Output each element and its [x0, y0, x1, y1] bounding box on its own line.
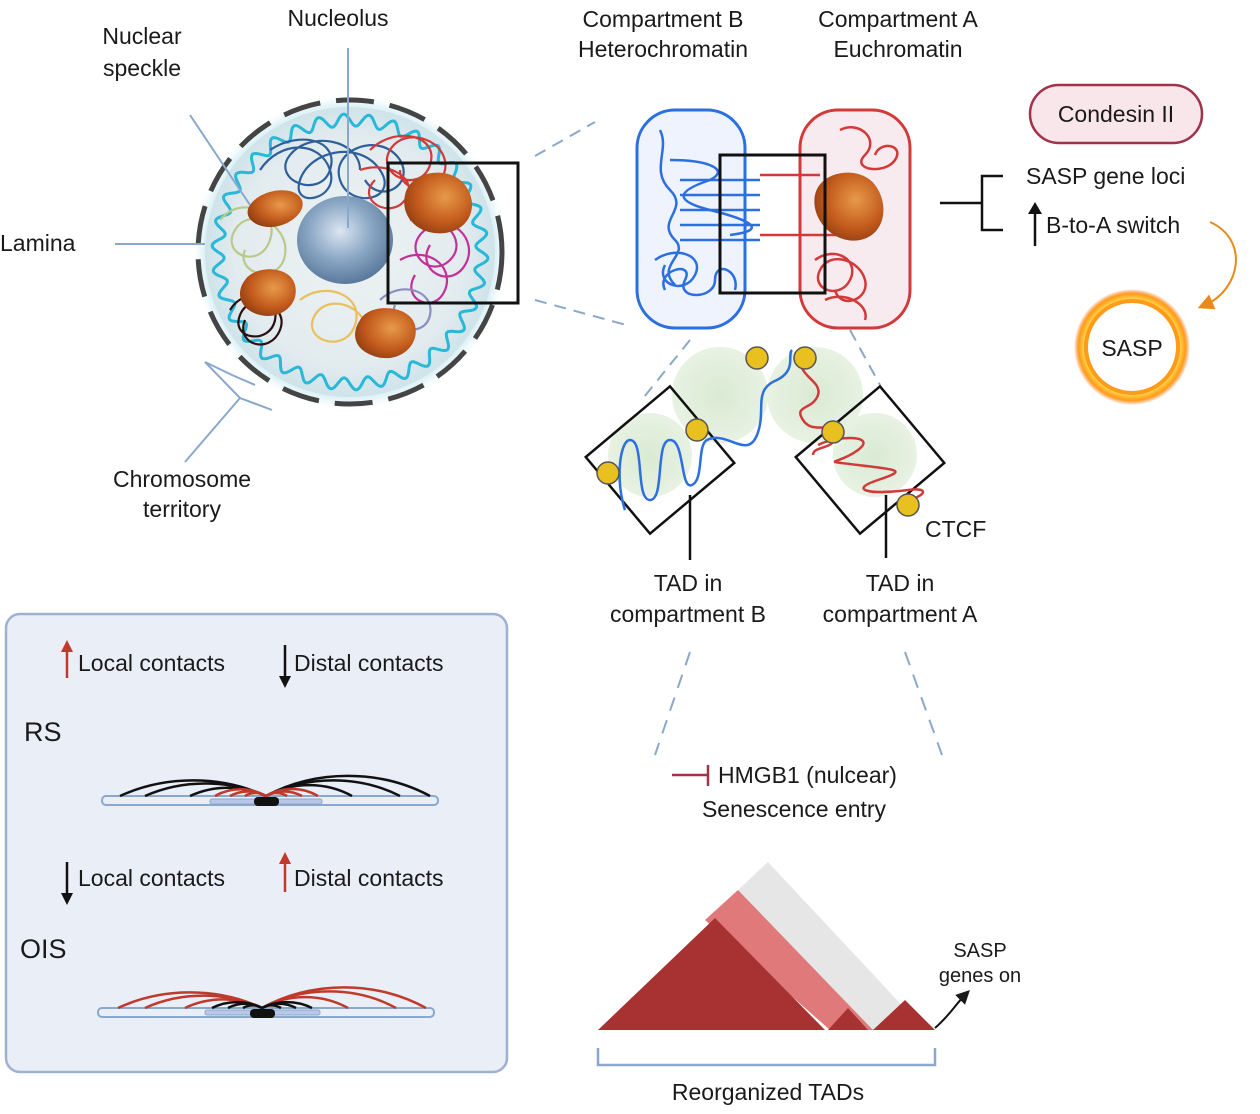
sasp-genes-label-line2: genes on: [939, 965, 1021, 987]
sasp-genes-label-line1: SASP: [953, 940, 1006, 962]
tad-diagram: [583, 329, 947, 560]
senescence-entry-label: Senescence entry: [702, 796, 887, 822]
hmgb1-leader-lines: [654, 651, 943, 756]
tad-small-right: [873, 1000, 935, 1030]
chromosome-territory-label-line1: Chromosome: [113, 466, 251, 492]
tad-layer-middle: [705, 890, 873, 1030]
ctcf-label: CTCF: [925, 516, 986, 542]
ctcf-site: [745, 346, 769, 370]
rs-label: RS: [24, 717, 62, 747]
nuclear-speckle: [247, 190, 303, 227]
tad-b-chromatin: [618, 349, 794, 511]
rs-local-label: Local contacts: [78, 650, 225, 676]
condensin-badge: [1028, 83, 1204, 145]
compartment-diagram: [635, 108, 912, 330]
rs-distal-label: Distal contacts: [294, 650, 444, 676]
compartment-zoom-box: [718, 153, 827, 295]
condensin-speckle: [814, 172, 884, 241]
ois-contact-arcs: [97, 986, 435, 1018]
b-to-a-switch-label: B-to-A switch: [1046, 212, 1180, 238]
rs-contact-arcs: [101, 774, 439, 806]
ois-label: OIS: [20, 934, 67, 964]
reorganized-tads: [596, 862, 970, 1067]
compartment-b-title: Compartment B: [582, 6, 743, 32]
nuclear-speckle: [355, 308, 416, 359]
ctcf-site: [685, 418, 709, 442]
condensin-label: Condesin II: [1058, 101, 1174, 127]
ctcf-site: [596, 461, 620, 485]
tad-a-label-line1: TAD in: [866, 570, 935, 596]
sasp-arrow: [1197, 221, 1237, 310]
lamina-label: Lamina: [0, 230, 76, 256]
inhibition-icon: [672, 765, 710, 786]
tad-b-label-line1: TAD in: [654, 570, 723, 596]
up-arrow-icon: [1028, 202, 1042, 246]
compartment-a-title: Compartment A: [818, 6, 978, 32]
ois-distal-label: Distal contacts: [294, 865, 444, 891]
compartment-b-subtitle: Heterochromatin: [578, 36, 748, 62]
ois-local-label: Local contacts: [78, 865, 225, 891]
lamina-wave: [210, 112, 490, 392]
nucleolus: [297, 196, 393, 284]
sasp-label: SASP: [1101, 335, 1162, 361]
sasp-genes-arrow: [934, 990, 970, 1029]
zoom-box: [386, 161, 520, 305]
tad-bracket: [596, 1048, 937, 1067]
hmgb1-label: HMGB1 (nulcear): [718, 762, 897, 788]
reorganized-tads-label: Reorganized TADs: [672, 1079, 864, 1105]
tad-a-label-line2: compartment A: [823, 601, 978, 627]
nucleus-leader-lines: [115, 48, 631, 463]
nucleus: [195, 97, 520, 407]
compartment-a-subtitle: Euchromatin: [833, 36, 962, 62]
contacts-panel: [4, 612, 509, 1074]
compartment-a-chromatin: [760, 126, 899, 321]
tad-b-label-line2: compartment B: [610, 601, 766, 627]
condensin-bracket: [940, 174, 1003, 232]
nuclear-speckle-label-line1: Nuclear: [102, 23, 182, 49]
compartment-b-chromatin: [654, 129, 754, 297]
ctcf-site: [793, 346, 817, 370]
tad-small-left: [828, 1008, 868, 1030]
rs-local-up-arrow-icon: [61, 640, 73, 678]
nuclear-speckle-label-line2: speckle: [103, 55, 181, 81]
ctcf-sites: [596, 346, 920, 517]
chromosome-territory-label-line2: territory: [143, 496, 221, 522]
sasp-fire-ring: [1074, 289, 1190, 405]
ois-distal-up-arrow-icon: [279, 852, 291, 892]
nuclear-speckle: [240, 269, 296, 316]
ctcf-site: [821, 420, 845, 444]
nuclear-speckle: [404, 172, 473, 234]
nucleolus-label: Nucleolus: [288, 5, 389, 31]
ois-local-down-arrow-icon: [61, 862, 73, 905]
sasp-gene-loci-label: SASP gene loci: [1026, 163, 1185, 189]
tad-layer-back: [738, 862, 925, 1030]
lamina-ring: [195, 97, 505, 407]
ctcf-site: [896, 493, 920, 517]
rs-distal-down-arrow-icon: [279, 645, 291, 688]
tad-main: [598, 918, 825, 1030]
